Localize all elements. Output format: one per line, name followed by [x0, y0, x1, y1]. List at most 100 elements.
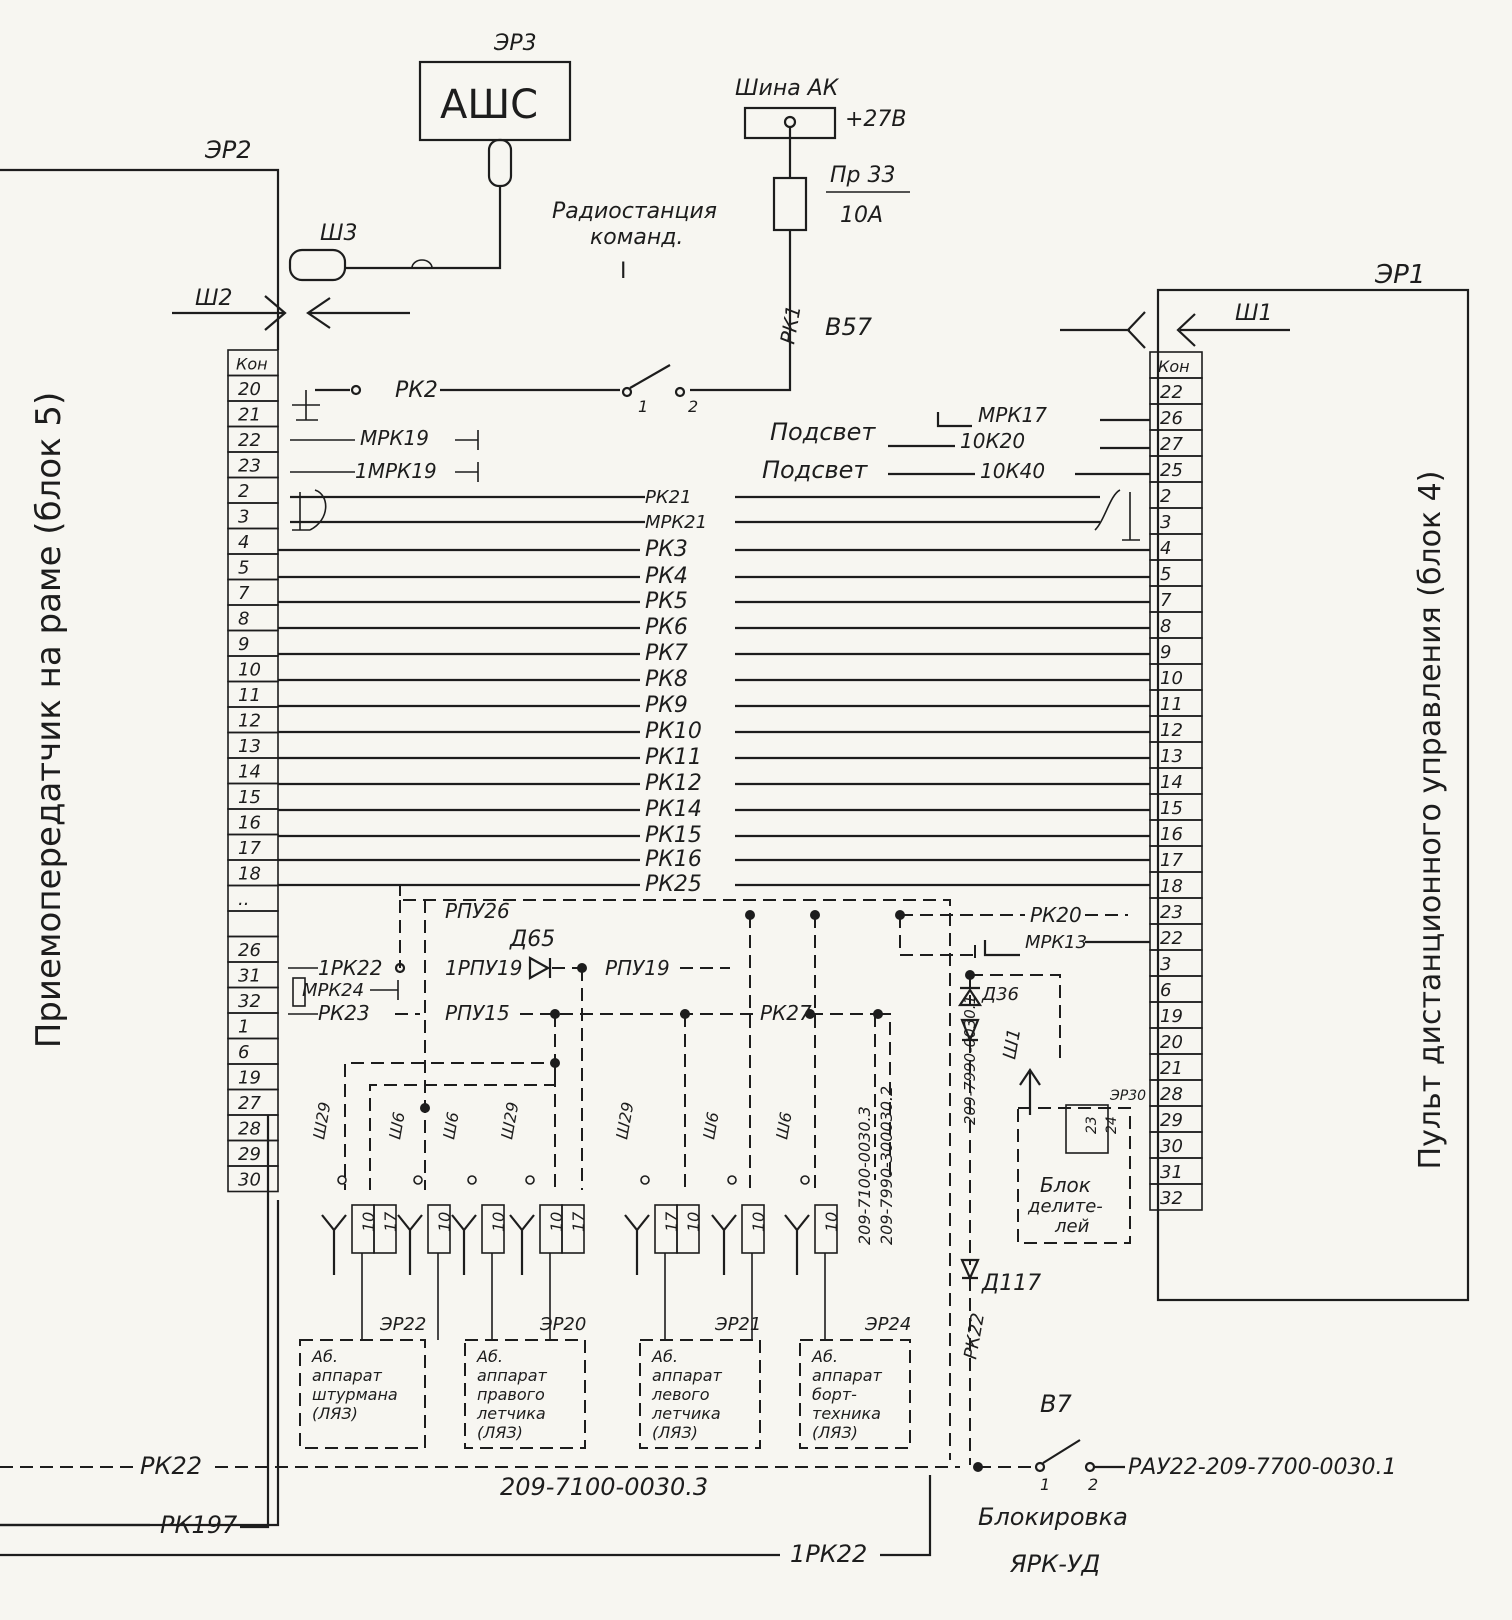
- jack-icon: [509, 1214, 535, 1275]
- jack-pin-cell: [427, 1204, 451, 1254]
- jack-pin-cell: [741, 1204, 765, 1254]
- jack-plug-label: Ш6: [699, 1111, 722, 1141]
- headset-label: аппарат: [312, 1366, 382, 1385]
- right-pin-number: 3: [1160, 512, 1171, 533]
- left-pin-header: Кон: [236, 355, 268, 374]
- left-pin-number: 9: [238, 634, 249, 655]
- right-pin-number: 26: [1160, 408, 1183, 429]
- left-pin-cell: [227, 527, 279, 555]
- left-pin-cell: [227, 553, 279, 581]
- diode-d36-label: Д36: [981, 984, 1019, 1005]
- jack-plug-label: Ш29: [497, 1100, 522, 1140]
- right-pin-number: 16: [1160, 824, 1183, 845]
- left-pin-number: 18: [238, 864, 261, 885]
- headset-connector: ЭР24: [864, 1314, 911, 1335]
- left-pin-number: 23: [238, 456, 261, 477]
- jack-pin-number: 17: [569, 1211, 588, 1232]
- right-pin-number: 15: [1160, 798, 1183, 819]
- ashc-label: АШС: [440, 82, 538, 128]
- left-unit-outline: [0, 168, 280, 350]
- bus-wire-label: РК16: [645, 847, 702, 872]
- bus-wire-label: РК21: [645, 487, 692, 508]
- right-pin-number: 32: [1160, 1188, 1183, 1209]
- bus-wire-label: РК15: [645, 823, 702, 848]
- right-pin-cell: [1149, 1183, 1203, 1211]
- left-pin-number: 10: [238, 660, 261, 681]
- left-pin-number: 7: [238, 583, 250, 604]
- bus-wire-label: РК25: [645, 872, 702, 897]
- headset-label: Аб.: [311, 1347, 338, 1366]
- jack-pin-number: 10: [547, 1212, 566, 1232]
- bus-wire-label: МРК21: [645, 512, 707, 533]
- left-pin-cell: [227, 476, 279, 504]
- fuse-label: Пр 33: [830, 163, 896, 188]
- divider-pin-23: 23: [1084, 1116, 1100, 1134]
- right-pin-number: 11: [1160, 694, 1183, 715]
- fuse-rating: 10А: [840, 203, 883, 228]
- left-pin-cell: [227, 1165, 279, 1193]
- jack-pin-cell: [481, 1204, 505, 1254]
- jack-icon: [397, 1214, 423, 1275]
- left-pin-cell: [227, 910, 279, 938]
- wire-mrk17-label: МРК17: [978, 403, 1047, 427]
- left-unit-connector: ЭР2: [204, 136, 252, 164]
- headset-box: [639, 1339, 761, 1449]
- diode-d36-icon: [957, 986, 983, 1007]
- diode-d65-label: Д65: [509, 927, 555, 952]
- power-bus-label: Шина АК: [735, 76, 840, 101]
- jack-icon: [624, 1214, 650, 1275]
- b57-pos1: 1: [638, 397, 648, 416]
- left-pin-number: 21: [238, 405, 261, 426]
- left-pin-cell: [227, 629, 279, 657]
- right-pin-number: 8: [1160, 616, 1171, 637]
- right-pin-number: 12: [1160, 720, 1183, 741]
- left-pin-cell: [227, 884, 279, 912]
- jack-plug-label: Ш6: [439, 1111, 462, 1141]
- headset-label: летчика: [476, 1404, 546, 1423]
- wire-1rpu19-label: 1РПУ19: [445, 956, 522, 980]
- left-pin-number: 29: [238, 1144, 261, 1165]
- divider-label-2: делите-: [1027, 1196, 1103, 1217]
- cable-1-label: 209-7990-0030.1: [961, 995, 979, 1125]
- right-pin-number: 21: [1160, 1058, 1183, 1079]
- bus-wire-label: РК11: [645, 745, 702, 770]
- left-pin-number: 14: [238, 762, 261, 783]
- right-pin-number: 10: [1160, 668, 1183, 689]
- left-pin-number: 4: [238, 532, 249, 553]
- left-pin-number: 31: [238, 966, 261, 987]
- ashc-block: [418, 60, 572, 142]
- wire-bus: РК21МРК21РК3РК4РК5РК6РК7РК8РК9РК10РК11РК…: [278, 487, 1150, 897]
- left-pin-cell: [227, 578, 279, 606]
- wire-1mrk19-label: 1МРК19: [355, 459, 437, 483]
- right-pin-number: 25: [1160, 460, 1183, 481]
- right-pin-number: 3: [1160, 954, 1171, 975]
- left-pin-number: 2: [238, 481, 249, 502]
- ashc-connector-label: ЭР3: [493, 31, 537, 56]
- wire-rpu26-label: РПУ26: [445, 899, 510, 923]
- jack-pin-number: 10: [822, 1212, 841, 1232]
- right-pin-number: 20: [1160, 1032, 1183, 1053]
- switch-b7-icon: [1034, 1461, 1046, 1473]
- jack-pin-number: 10: [359, 1212, 378, 1232]
- power-voltage: +27В: [845, 107, 907, 132]
- right-pin-number: 4: [1160, 538, 1171, 559]
- bus-wire-label: РК3: [645, 537, 688, 562]
- cable-3-label: 209-7100-0030.3: [855, 1106, 874, 1245]
- wire-rk23-label: РК23: [318, 1001, 370, 1025]
- divider-connector: ЭР30: [1109, 1088, 1146, 1104]
- divider-label-1: Блок: [1040, 1173, 1091, 1197]
- right-pin-number: 18: [1160, 876, 1183, 897]
- divider-pin-24: 24: [1104, 1116, 1120, 1134]
- left-pin-number: 12: [238, 711, 261, 732]
- jack-pin-cell: [814, 1204, 838, 1254]
- left-pin-number: 17: [238, 838, 261, 859]
- ashc-plug-icon: [487, 138, 513, 188]
- switch-b57-icon: [621, 386, 633, 398]
- right-pin-number: 22: [1160, 382, 1183, 403]
- jack-pin-number: 10: [435, 1212, 454, 1232]
- left-pin-number: 15: [238, 787, 261, 808]
- headset-label: летчика: [651, 1404, 721, 1423]
- headset-label: аппарат: [812, 1366, 882, 1385]
- left-pin-number: 16: [238, 813, 261, 834]
